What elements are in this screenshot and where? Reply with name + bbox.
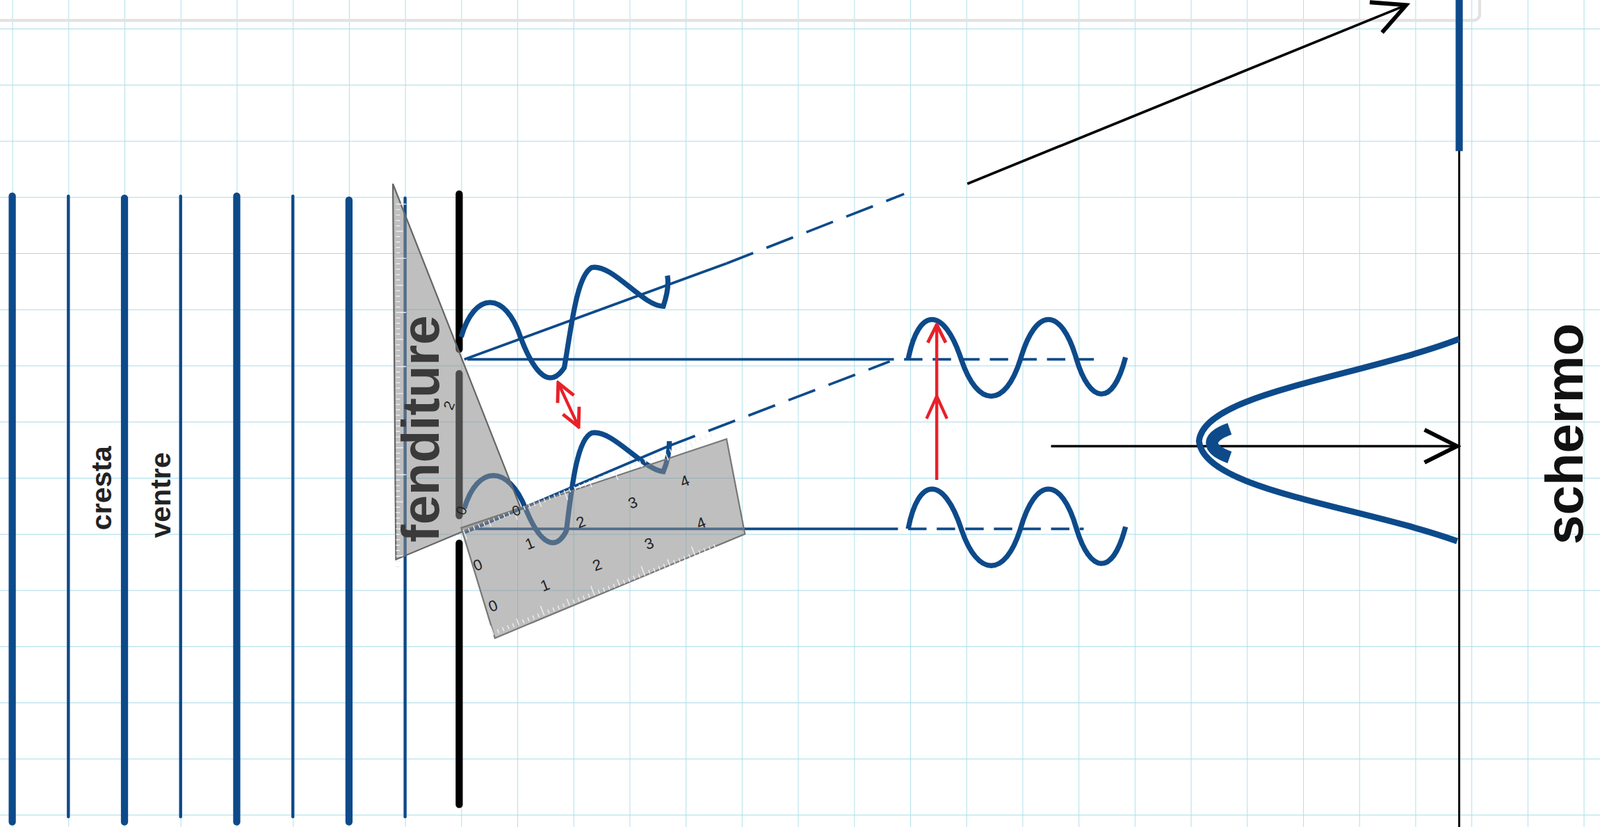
wave-label: cresta (87, 445, 117, 530)
wave-label: ventre (146, 451, 176, 538)
screen-label: schermo (1538, 323, 1591, 545)
slits-label: fenditure (393, 314, 447, 543)
